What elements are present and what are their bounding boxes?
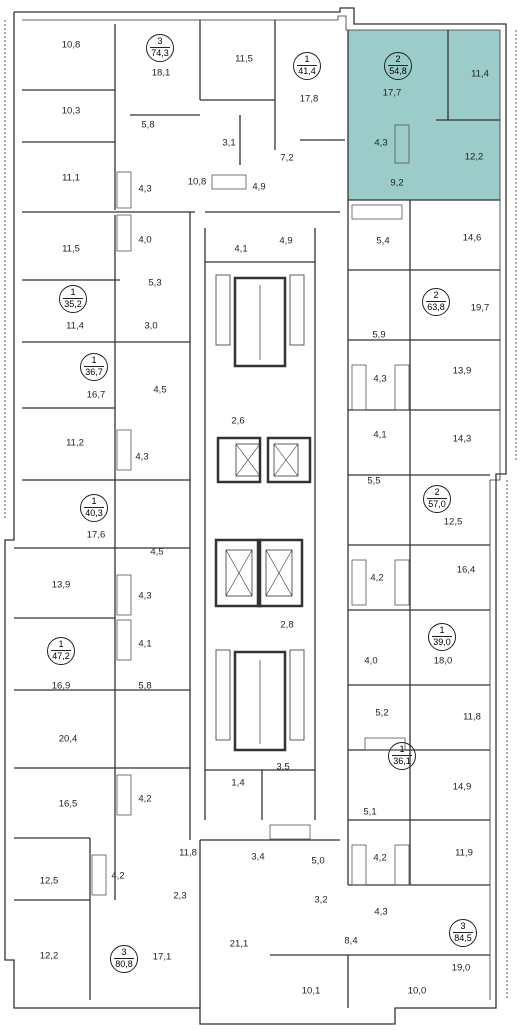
walls: [4, 7, 517, 1025]
room-area-label: 10,1: [301, 985, 321, 997]
room-area-label: 14,6: [462, 232, 482, 244]
room-area-label: 4,9: [279, 235, 293, 247]
room-area-label: 11,2: [66, 437, 84, 449]
room-area-label: 3,0: [144, 320, 158, 332]
room-area-label: 4,3: [135, 451, 149, 463]
fixtures: [91, 124, 410, 896]
room-area-label: 17,6: [86, 529, 106, 541]
room-area-label: 2,6: [231, 415, 245, 427]
room-area-label: 4,2: [138, 793, 152, 805]
room-area-label: 4,3: [138, 590, 152, 602]
room-area-label: 5,0: [311, 855, 325, 867]
room-area-label: 19,0: [451, 962, 471, 974]
room-area-label: 11,8: [463, 711, 481, 723]
room-area-label: 10,8: [61, 39, 81, 51]
room-area-label: 18,1: [151, 67, 171, 79]
room-area-label: 4,3: [374, 906, 388, 918]
room-area-label: 11,9: [455, 847, 473, 859]
room-area-label: 11,8: [179, 847, 197, 859]
room-area-label: 18,0: [433, 655, 453, 667]
room-area-label: 4,2: [370, 572, 384, 584]
room-area-label: 5,2: [375, 707, 389, 719]
room-area-label: 4,3: [373, 373, 387, 385]
room-area-label: 4,3: [374, 137, 388, 149]
room-area-label: 1,4: [231, 777, 245, 789]
room-area-label: 17,1: [152, 951, 172, 963]
room-area-label: 10,0: [407, 985, 427, 997]
room-area-label: 3,5: [276, 761, 290, 773]
room-area-label: 14,9: [452, 781, 472, 793]
room-area-label: 5,3: [148, 277, 162, 289]
room-area-label: 16,4: [456, 564, 476, 576]
room-area-label: 16,5: [58, 798, 78, 810]
room-area-label: 4,2: [111, 870, 125, 882]
room-area-label: 11,4: [471, 68, 489, 80]
room-area-label: 4,5: [150, 546, 164, 558]
room-area-label: 17,7: [382, 87, 402, 99]
highlighted-apartment[interactable]: [348, 30, 500, 200]
room-area-label: 11,1: [62, 172, 80, 184]
room-area-label: 10,3: [61, 105, 81, 117]
room-area-label: 4,3: [138, 183, 152, 195]
room-area-label: 12,2: [464, 151, 484, 163]
room-area-label: 4,0: [364, 655, 378, 667]
room-area-label: 12,5: [39, 875, 59, 887]
room-area-label: 21,1: [229, 938, 249, 950]
room-area-label: 8,4: [344, 935, 358, 947]
room-area-label: 10,8: [187, 176, 207, 188]
room-area-label: 20,4: [58, 733, 78, 745]
room-area-label: 5,4: [376, 235, 390, 247]
room-area-label: 12,2: [39, 950, 59, 962]
room-area-label: 4,2: [373, 852, 387, 864]
room-area-label: 5,8: [138, 680, 152, 692]
room-area-label: 17,8: [299, 93, 319, 105]
room-area-label: 7,2: [280, 152, 294, 164]
room-area-label: 5,1: [363, 806, 377, 818]
room-area-label: 19,7: [470, 302, 490, 314]
room-area-label: 3,2: [314, 894, 328, 906]
room-area-label: 3,1: [222, 137, 236, 149]
room-area-label: 13,9: [452, 365, 472, 377]
room-area-label: 4,9: [252, 181, 266, 193]
room-area-label: 4,1: [138, 638, 152, 650]
room-area-label: 11,4: [66, 320, 84, 332]
room-area-label: 4,1: [234, 243, 248, 255]
room-area-label: 16,9: [51, 680, 71, 692]
room-area-label: 5,8: [141, 119, 155, 131]
room-area-label: 14,3: [452, 433, 472, 445]
room-area-label: 4,0: [138, 234, 152, 246]
room-area-label: 2,3: [173, 890, 187, 902]
room-area-label: 16,7: [86, 389, 106, 401]
room-area-label: 4,1: [373, 429, 387, 441]
room-area-label: 13,9: [51, 579, 71, 591]
room-area-label: 5,5: [367, 475, 381, 487]
room-area-label: 4,5: [153, 384, 167, 396]
room-area-label: 12,5: [443, 516, 463, 528]
room-area-label: 3,4: [251, 851, 265, 863]
room-area-label: 5,9: [372, 329, 386, 341]
room-area-label: 9,2: [390, 177, 404, 189]
room-area-label: 2,8: [280, 619, 294, 631]
room-area-label: 11,5: [235, 53, 253, 65]
room-area-label: 11,5: [62, 243, 80, 255]
